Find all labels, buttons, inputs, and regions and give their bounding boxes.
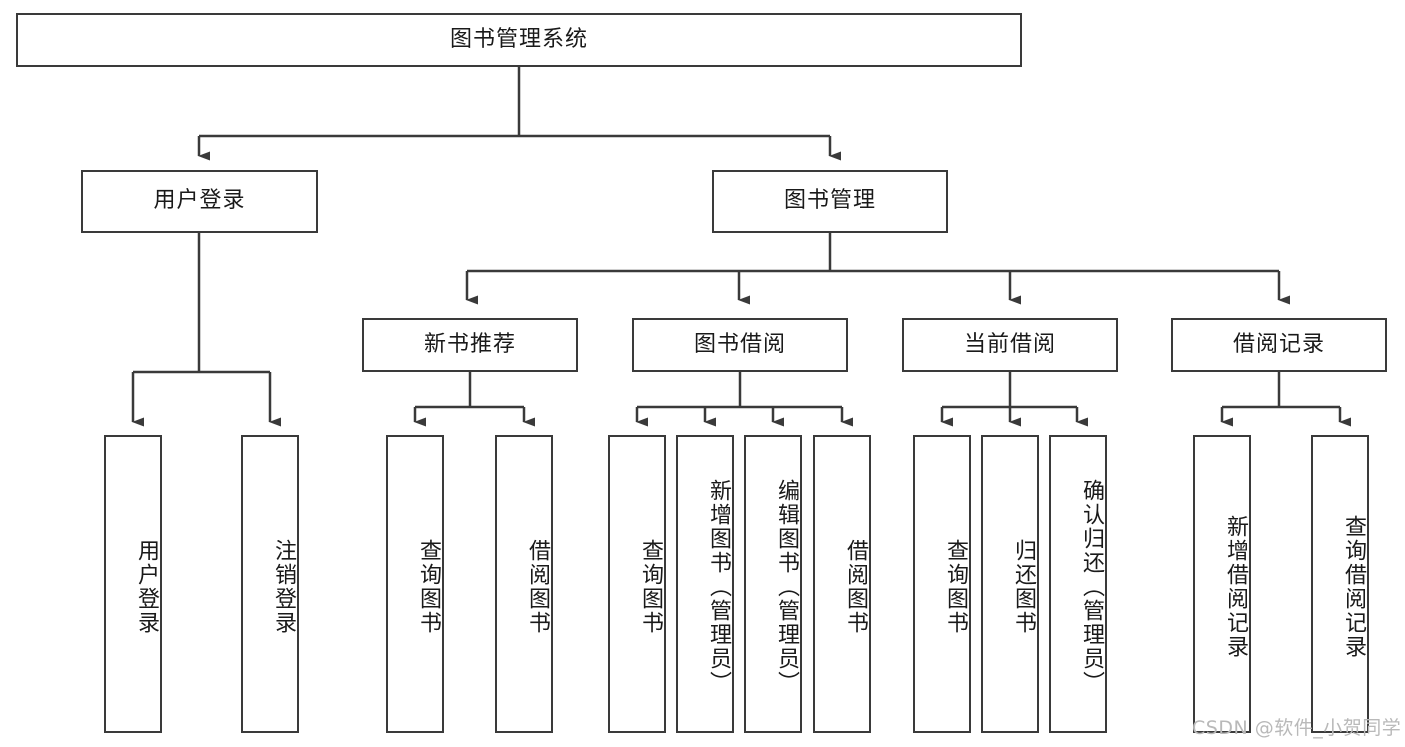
leaf-label: 查询图书 (943, 539, 968, 635)
node-user-login-label: 用户登录 (153, 188, 246, 214)
leaf-current-confirm-return[interactable]: 确认归还（管理员） (1049, 435, 1107, 733)
node-current-borrow-label: 当前借阅 (963, 331, 1056, 357)
leaf-label: 注销登录 (271, 539, 296, 635)
leaf-label: 查询借阅记录 (1341, 515, 1366, 659)
node-user-login[interactable]: 用户登录 (81, 170, 318, 233)
leaf-current-query-book[interactable]: 查询图书 (913, 435, 971, 733)
leaf-label: 编辑图书（管理员） (774, 479, 799, 695)
leaf-user-login-login[interactable]: 用户登录 (104, 435, 162, 733)
leaf-records-add-record[interactable]: 新增借阅记录 (1193, 435, 1251, 733)
leaf-new-book-query[interactable]: 查询图书 (386, 435, 444, 733)
leaf-label: 新增图书（管理员） (706, 479, 731, 695)
leaf-label: 用户登录 (134, 539, 159, 635)
leaf-label: 新增借阅记录 (1223, 515, 1248, 659)
node-book-borrow[interactable]: 图书借阅 (632, 318, 848, 372)
leaf-records-query-record[interactable]: 查询借阅记录 (1311, 435, 1369, 733)
csdn-watermark: CSDN @软件_小贺同学 (1192, 717, 1402, 739)
leaf-label: 查询图书 (416, 539, 441, 635)
node-borrow-records-label: 借阅记录 (1232, 331, 1325, 357)
leaf-label: 查询图书 (638, 539, 663, 635)
leaf-borrow-borrow-book[interactable]: 借阅图书 (813, 435, 871, 733)
leaf-label: 归还图书 (1011, 539, 1036, 635)
node-root[interactable]: 图书管理系统 (16, 13, 1022, 67)
leaf-label: 确认归还（管理员） (1079, 479, 1104, 695)
node-book-management[interactable]: 图书管理 (712, 170, 948, 233)
leaf-borrow-edit-book[interactable]: 编辑图书（管理员） (744, 435, 802, 733)
node-borrow-records[interactable]: 借阅记录 (1171, 318, 1387, 372)
leaf-user-login-logout[interactable]: 注销登录 (241, 435, 299, 733)
leaf-borrow-add-book[interactable]: 新增图书（管理员） (676, 435, 734, 733)
node-book-borrow-label: 图书借阅 (693, 331, 786, 357)
leaf-label: 借阅图书 (525, 539, 550, 635)
leaf-label: 借阅图书 (843, 539, 868, 635)
node-new-book-recommend-label: 新书推荐 (423, 331, 516, 357)
node-root-label: 图书管理系统 (449, 26, 588, 52)
node-current-borrow[interactable]: 当前借阅 (902, 318, 1118, 372)
node-new-book-recommend[interactable]: 新书推荐 (362, 318, 578, 372)
leaf-borrow-query-book[interactable]: 查询图书 (608, 435, 666, 733)
leaf-current-return-book[interactable]: 归还图书 (981, 435, 1039, 733)
node-book-management-label: 图书管理 (783, 188, 876, 214)
leaf-new-book-borrow[interactable]: 借阅图书 (495, 435, 553, 733)
